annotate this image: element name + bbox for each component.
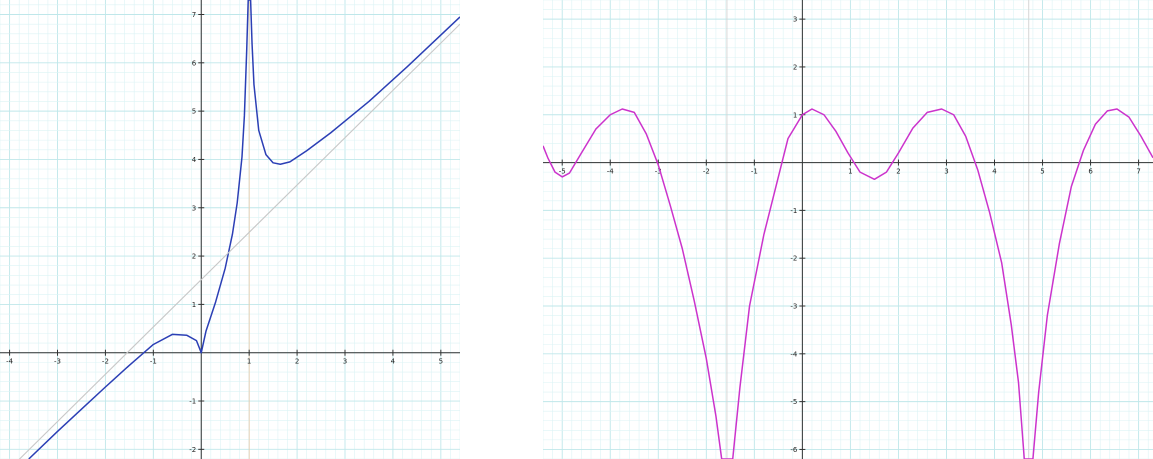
right-y-tick-label: -1 (790, 207, 797, 215)
right-x-tick-label: -3 (655, 168, 662, 176)
left-y-tick-label: 7 (192, 11, 196, 19)
left-y-tick-label: 1 (192, 301, 196, 309)
right-y-tick-label: -6 (790, 446, 798, 454)
right-y-tick-label: -3 (790, 303, 797, 311)
right-x-tick-label: 3 (944, 168, 948, 176)
right-x-tick-label: 4 (992, 168, 997, 176)
left-x-tick-label: 3 (343, 358, 347, 366)
left-x-tick-label: 1 (247, 358, 251, 366)
left-x-tick-label: -1 (150, 358, 157, 366)
right-series-0-line (543, 108, 1153, 459)
left-x-tick-label: -4 (6, 358, 14, 366)
left-y-tick-label: -1 (189, 398, 196, 406)
right-y-tick-label: 3 (793, 16, 797, 24)
left-y-tick-label: -2 (189, 446, 196, 454)
left-y-tick-label: 2 (192, 253, 196, 261)
left-x-tick-label: 5 (439, 358, 443, 366)
right-x-tick-label: -4 (607, 168, 615, 176)
left-x-tick-label: -2 (102, 358, 109, 366)
right-y-tick-label: -4 (790, 350, 798, 358)
left-y-tick-label: 4 (192, 156, 197, 164)
left-x-tick-label: 4 (391, 358, 396, 366)
right-y-tick-label: 2 (793, 63, 797, 71)
right-chart-panel: -5 -4 -3 -2 -1 1 2 3 4 5 6 7 -6 -5 -4 -3 -2 -1 1 2 3 (543, 0, 1153, 459)
left-x-tick-label: -3 (54, 358, 61, 366)
right-x-tick-label: 5 (1040, 168, 1044, 176)
right-x-tick-label: 7 (1136, 168, 1140, 176)
left-y-tick-label: 5 (192, 108, 196, 116)
left-chart: -4 -3 -2 -1 1 2 3 4 5 -2 -1 1 2 3 4 5 6 7 (0, 0, 460, 459)
right-y-tick-label: 1 (793, 111, 797, 119)
left-chart-panel: -4 -3 -2 -1 1 2 3 4 5 -2 -1 1 2 3 4 5 6 7 (0, 0, 460, 459)
right-x-tick-label: 2 (896, 168, 900, 176)
right-x-tick-label: -1 (751, 168, 758, 176)
right-y-tick-label: -2 (790, 255, 797, 263)
left-x-tick-label: 2 (295, 358, 299, 366)
right-chart: -5 -4 -3 -2 -1 1 2 3 4 5 6 7 -6 -5 -4 -3 -2 -1 1 2 3 (543, 0, 1153, 459)
right-grid (543, 0, 1153, 459)
left-y-tick-label: 3 (192, 204, 196, 212)
right-y-tick-label: -5 (790, 398, 797, 406)
right-x-tick-label: 6 (1088, 168, 1093, 176)
right-x-tick-label: -2 (703, 168, 710, 176)
left-series-0-line (28, 0, 460, 459)
right-x-tick-label: 1 (848, 168, 852, 176)
left-grid (0, 0, 460, 459)
left-series-1-line (18, 23, 460, 459)
right-x-tick-label: -5 (559, 168, 566, 176)
left-y-tick-label: 6 (192, 59, 197, 67)
